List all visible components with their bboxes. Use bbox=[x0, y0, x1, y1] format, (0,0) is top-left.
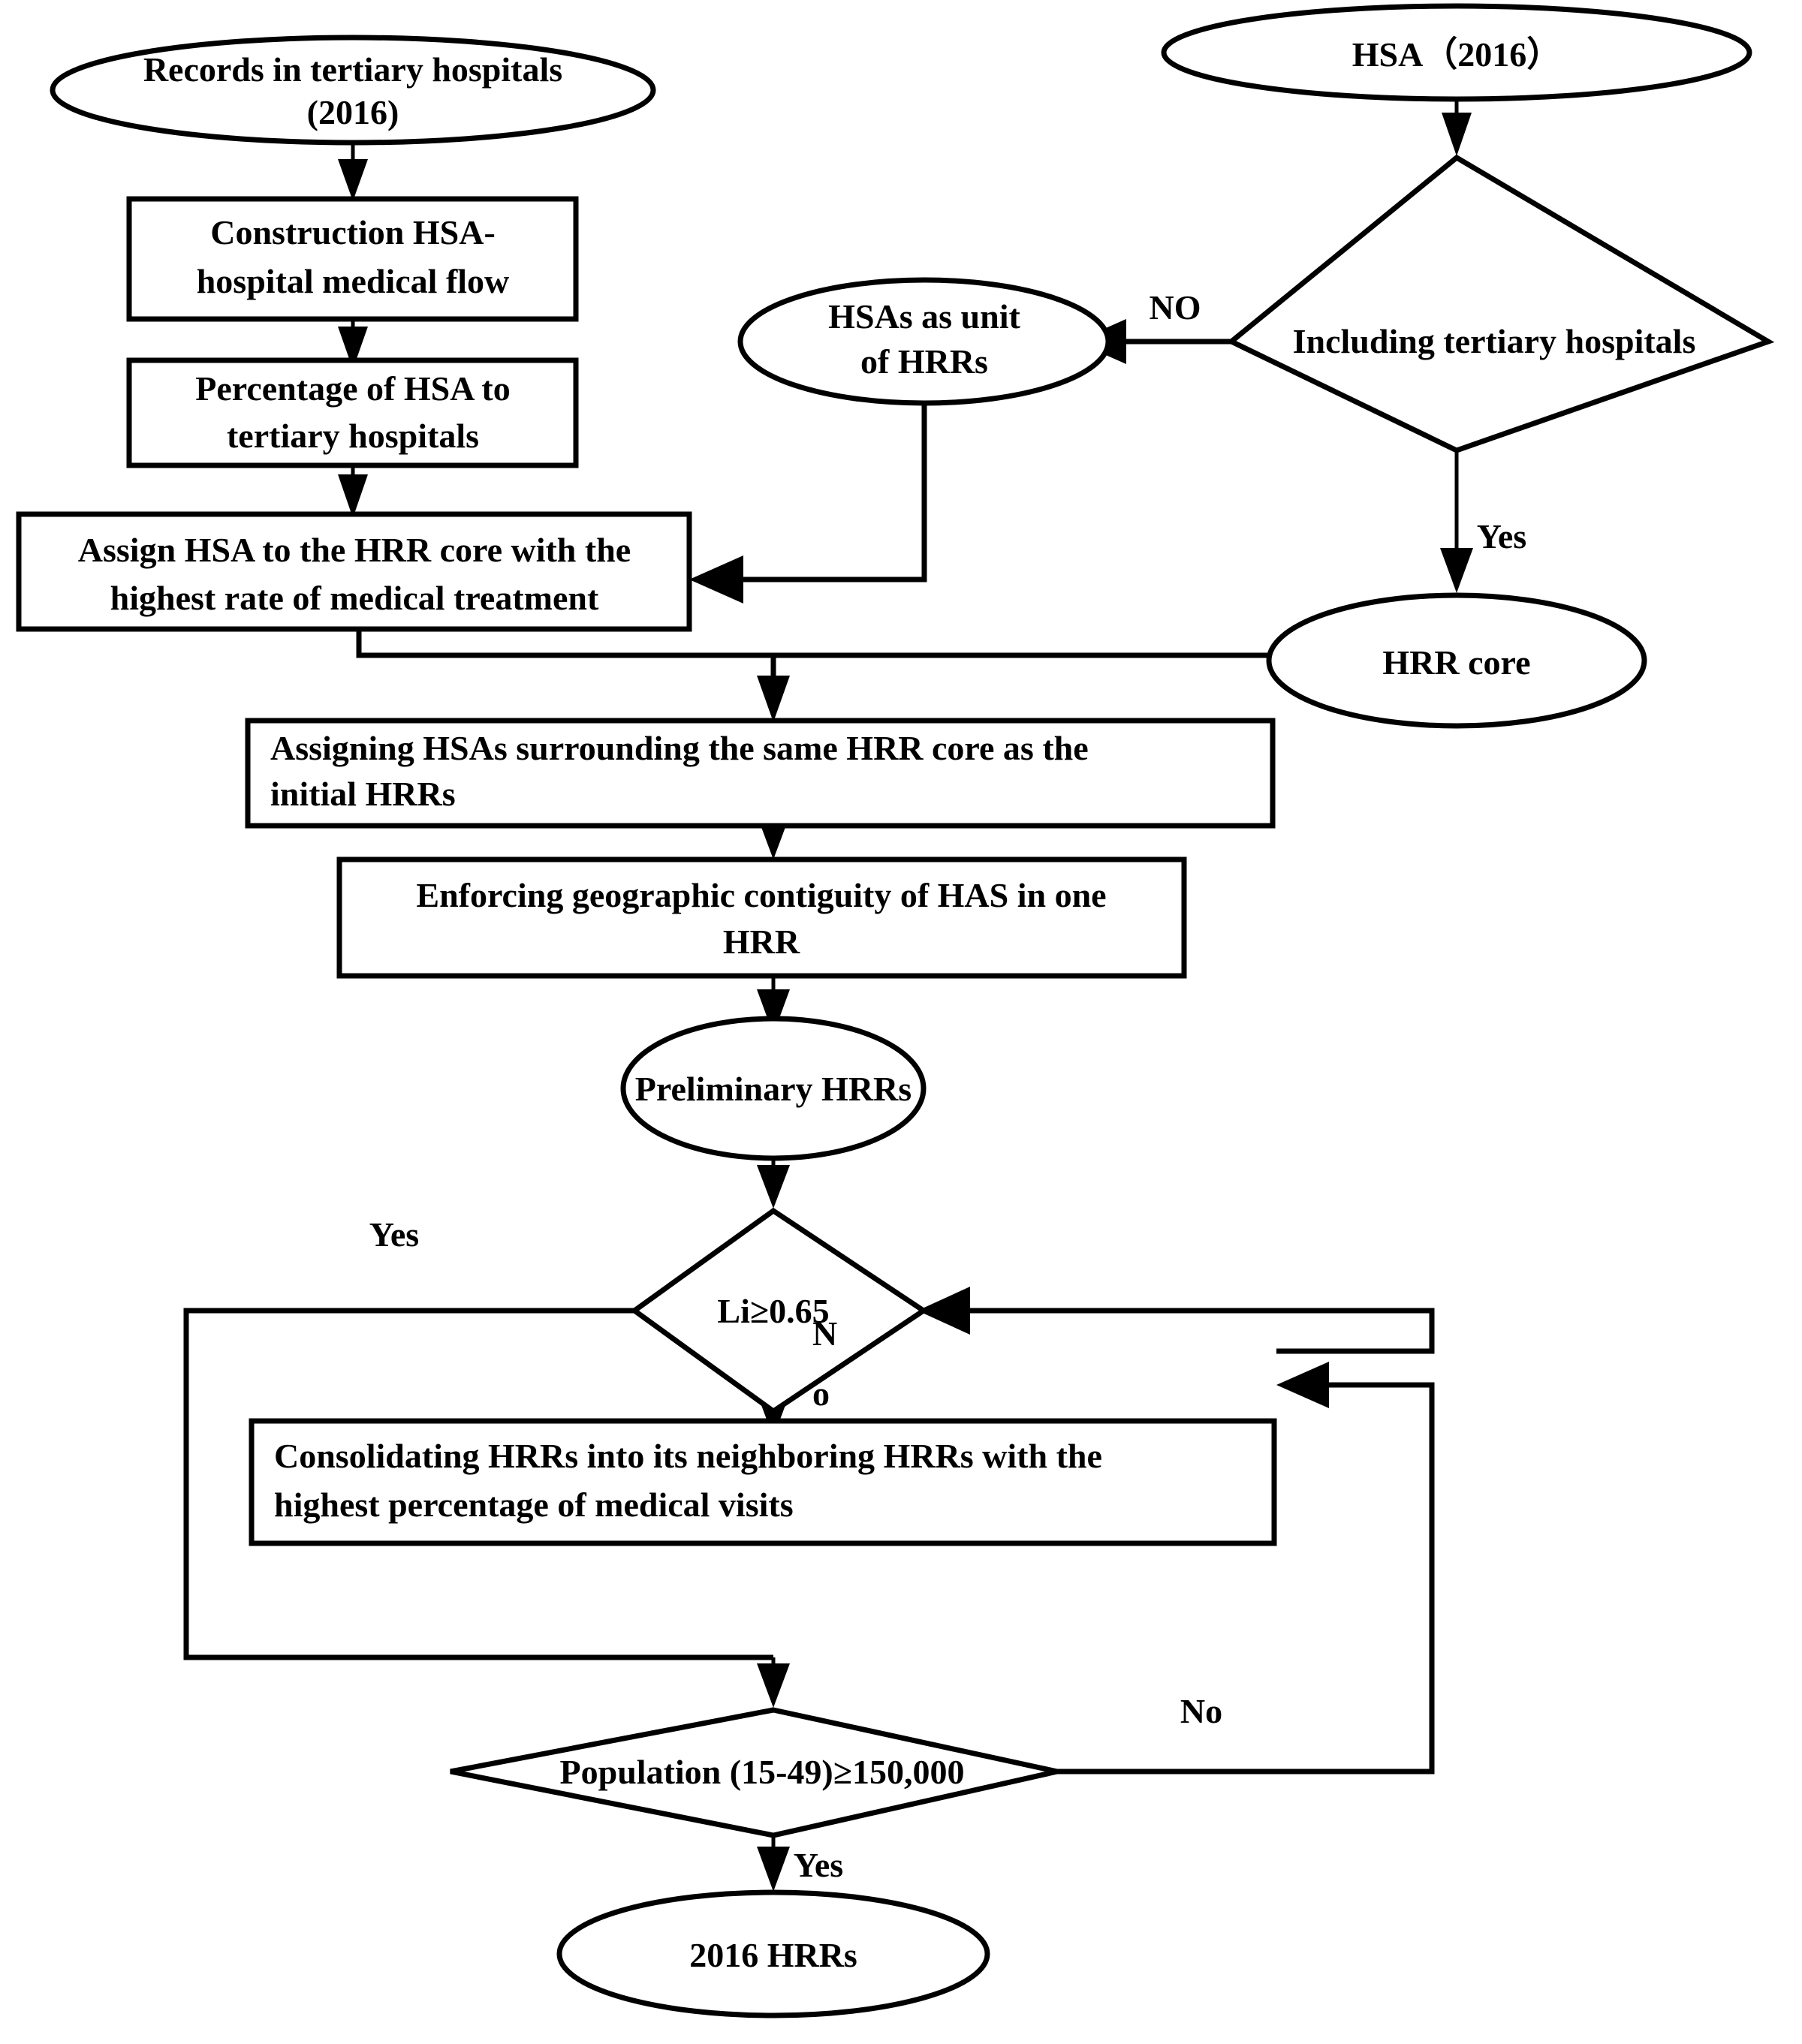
edge-label-li-no-line2: o bbox=[812, 1374, 830, 1413]
edge-consolidating-to-li-test bbox=[918, 1287, 1435, 1354]
edge-to-population-test bbox=[757, 1657, 790, 1708]
node-li-test[interactable]: Li≥0.65 bbox=[630, 1207, 929, 1415]
edge-label-including-yes: Yes bbox=[1477, 517, 1526, 555]
node-assigning-line1: Assigning HSAs surrounding the same HRR … bbox=[270, 729, 1089, 767]
node-percentage-line2: tertiary hospitals bbox=[227, 417, 479, 455]
edge-label-population-yes: Yes bbox=[794, 1846, 843, 1884]
node-consolidating[interactable]: Consolidating HRRs into its neighboring … bbox=[249, 1418, 1277, 1546]
edge-label-li-no-line1: N bbox=[812, 1314, 837, 1353]
edge-records-to-construction bbox=[338, 143, 368, 201]
edge-construction-to-percentage bbox=[338, 319, 368, 369]
node-records-line2: (2016) bbox=[307, 93, 399, 131]
edge-percentage-to-assign bbox=[338, 465, 368, 518]
node-final-label: 2016 HRRs bbox=[689, 1936, 857, 1974]
node-records[interactable]: Records in tertiary hospitals (2016) bbox=[50, 35, 656, 146]
node-records-line1: Records in tertiary hospitals bbox=[143, 50, 562, 89]
node-hsas-unit-line2: of HRRs bbox=[860, 342, 988, 381]
node-construction[interactable]: Construction HSA- hospital medical flow bbox=[126, 196, 579, 322]
node-hsas-unit-line1: HSAs as unit bbox=[828, 297, 1020, 336]
node-hsas-unit[interactable]: HSAs as unit of HRRs bbox=[737, 277, 1111, 406]
node-including-label: Including tertiary hospitals bbox=[1293, 322, 1696, 360]
node-assigning-line2: initial HRRs bbox=[270, 775, 456, 813]
edge-label-including-no: NO bbox=[1150, 288, 1201, 327]
node-assigning[interactable]: Assigning HSAs surrounding the same HRR … bbox=[245, 718, 1276, 829]
node-li-test-label: Li≥0.65 bbox=[717, 1292, 829, 1330]
node-hsa2016-label: HSA（2016） bbox=[1352, 35, 1562, 74]
edge-including-yes-to-hrr-core bbox=[1440, 450, 1473, 593]
node-construction-line2: hospital medical flow bbox=[197, 262, 510, 300]
edge-assign-and-hrrcore-to-assigning bbox=[356, 629, 1269, 722]
node-hrr-core[interactable]: HRR core bbox=[1266, 592, 1647, 729]
edge-hsas-unit-to-assign bbox=[689, 403, 927, 604]
edge-label-li-yes: Yes bbox=[369, 1215, 419, 1254]
node-hrr-core-label: HRR core bbox=[1382, 643, 1530, 682]
node-enforcing-line1: Enforcing geographic contiguity of HAS i… bbox=[416, 876, 1106, 914]
node-construction-line1: Construction HSA- bbox=[210, 213, 496, 251]
node-consolidating-line2: highest percentage of medical visits bbox=[274, 1486, 794, 1524]
edge-population-yes-to-final bbox=[757, 1835, 790, 1892]
node-assign-line1: Assign HSA to the HRR core with the bbox=[78, 531, 631, 569]
node-enforcing[interactable]: Enforcing geographic contiguity of HAS i… bbox=[336, 856, 1187, 979]
node-consolidating-line1: Consolidating HRRs into its neighboring … bbox=[274, 1437, 1102, 1475]
node-percentage-line1: Percentage of HSA to bbox=[195, 369, 510, 408]
node-assign-line2: highest rate of medical treatment bbox=[110, 579, 599, 617]
node-final[interactable]: 2016 HRRs bbox=[556, 1889, 990, 2018]
edge-population-no-loop bbox=[1055, 1362, 1435, 1775]
node-enforcing-line2: HRR bbox=[723, 923, 800, 961]
edge-enforcing-to-preliminary bbox=[757, 976, 790, 1034]
node-assign[interactable]: Assign HSA to the HRR core with the high… bbox=[16, 511, 692, 632]
node-including[interactable]: Including tertiary hospitals bbox=[1226, 154, 1775, 453]
node-hsa2016[interactable]: HSA（2016） bbox=[1161, 3, 1752, 102]
node-preliminary-label: Preliminary HRRs bbox=[635, 1070, 912, 1108]
node-population-test-label: Population (15-49)≥150,000 bbox=[560, 1753, 965, 1791]
edge-li-yes-loop bbox=[183, 1308, 773, 1660]
edge-preliminary-to-li-test bbox=[757, 1158, 790, 1209]
node-percentage[interactable]: Percentage of HSA to tertiary hospitals bbox=[126, 357, 579, 468]
edge-hsa2016-to-including bbox=[1442, 98, 1472, 156]
node-population-test[interactable]: Population (15-49)≥150,000 bbox=[450, 1707, 1058, 1838]
node-preliminary[interactable]: Preliminary HRRs bbox=[620, 1016, 927, 1161]
edge-label-population-no: No bbox=[1180, 1692, 1222, 1730]
